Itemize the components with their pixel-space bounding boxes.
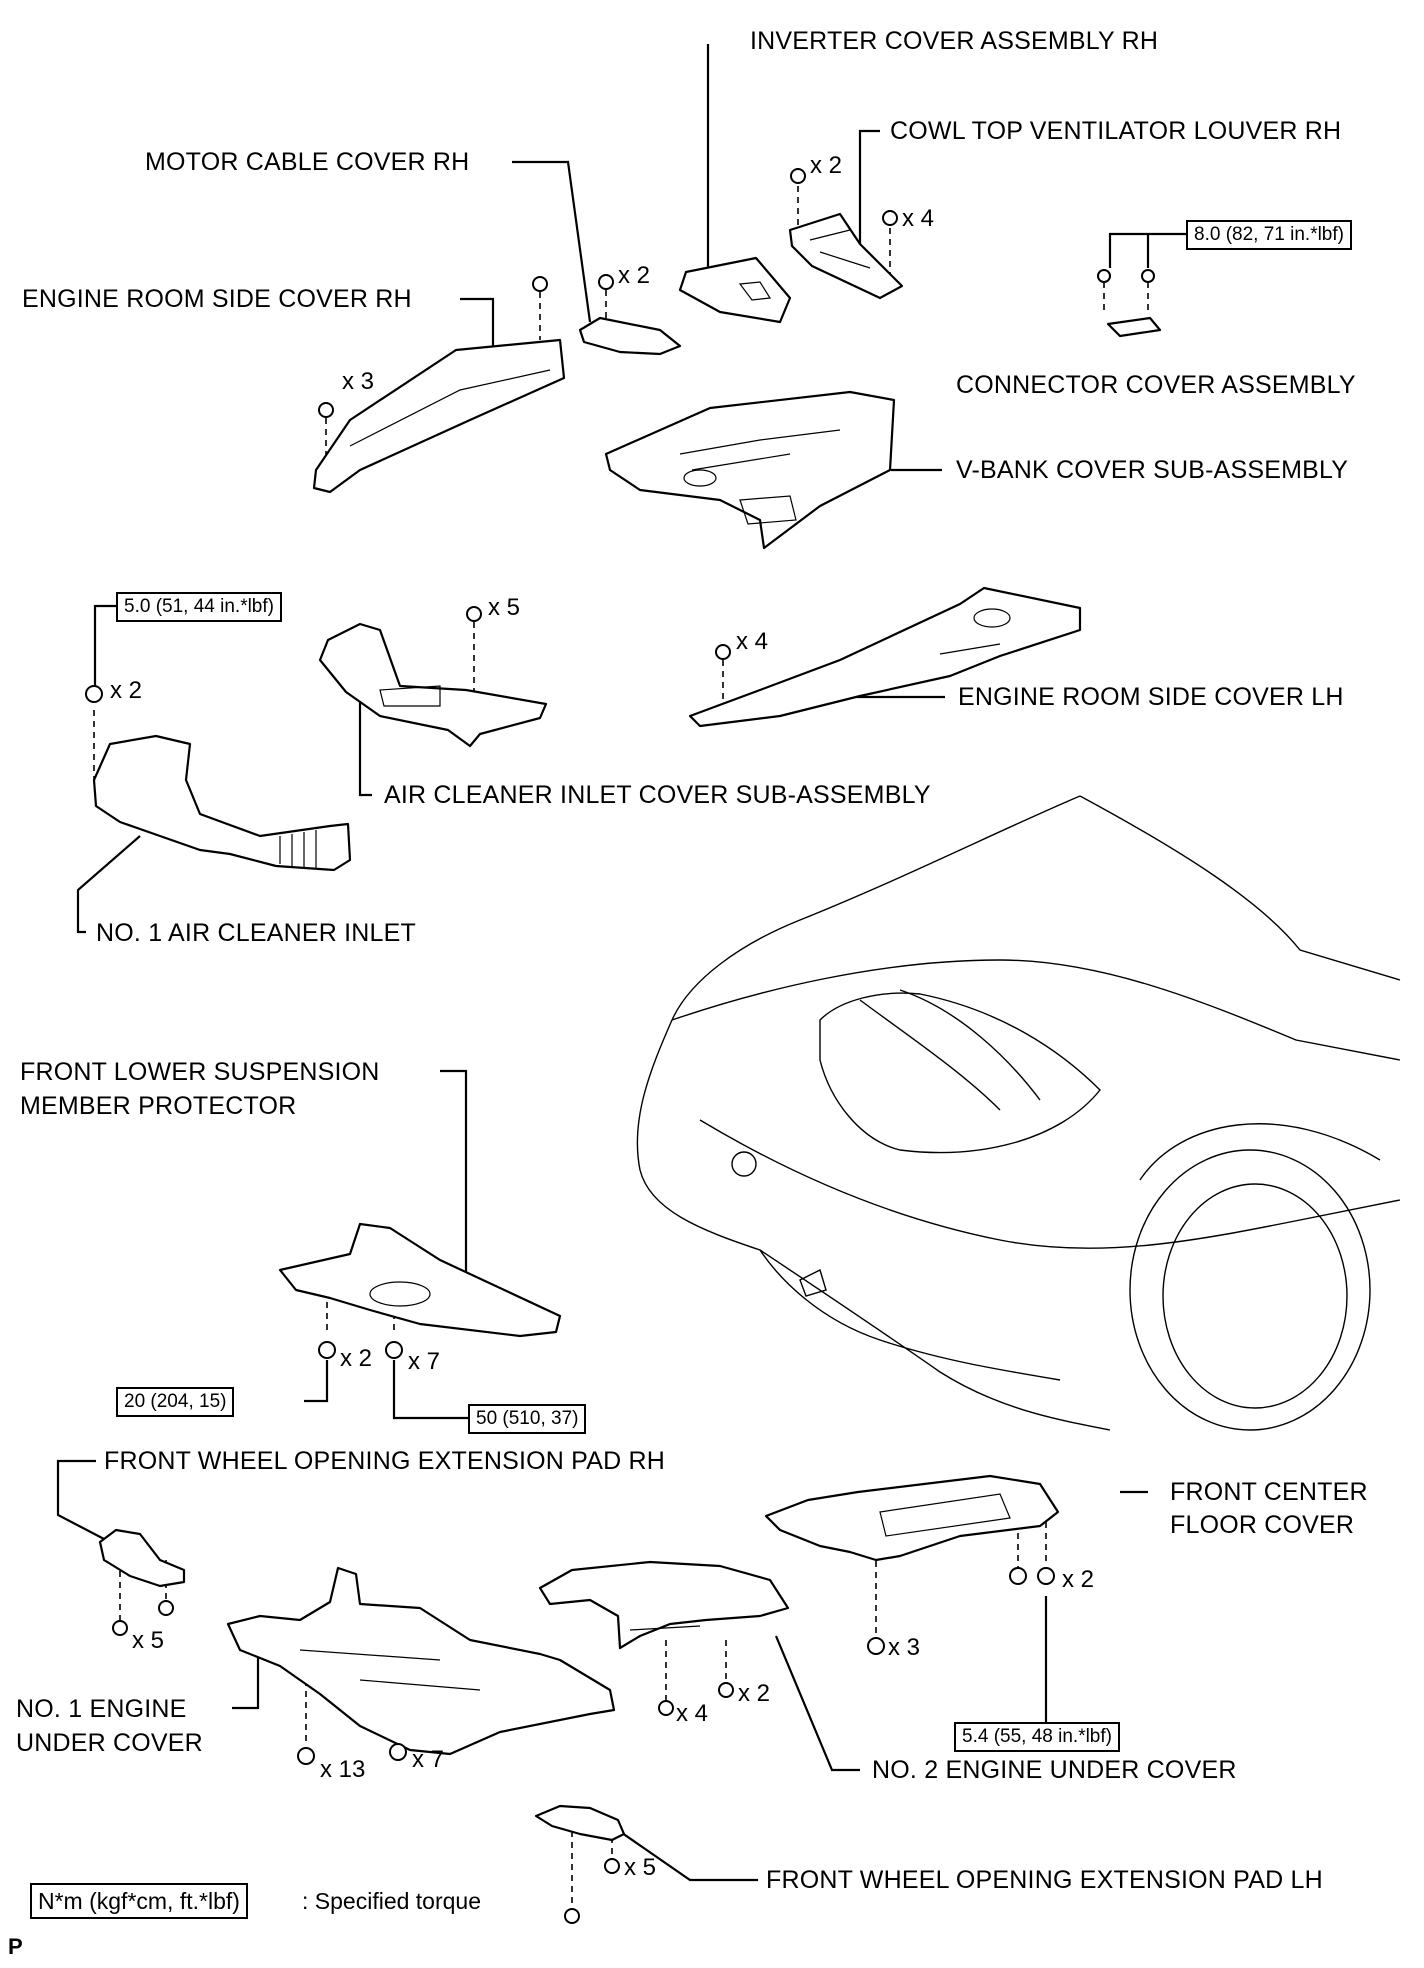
label-suspension-protector-1: FRONT LOWER SUSPENSION	[20, 1058, 380, 1086]
qty-no1-a: x 13	[320, 1756, 366, 1783]
label-floor-cover-2: FLOOR COVER	[1170, 1511, 1355, 1539]
torque-floor-cover: 5.4 (55, 48 in.*lbf)	[954, 1722, 1120, 1752]
motor-cable-cover-part	[578, 316, 682, 356]
label-pad-lh: FRONT WHEEL OPENING EXTENSION PAD LH	[766, 1866, 1323, 1894]
qty-inverter: x 2	[810, 152, 843, 179]
torque-suspension-b: 50 (510, 37)	[468, 1404, 587, 1434]
qty-side-cover-rh: x 3	[342, 368, 375, 395]
air-cleaner-inlet-part	[92, 734, 352, 872]
floor-cover-part	[764, 1474, 1060, 1562]
label-cowl-top-louver: COWL TOP VENTILATOR LOUVER RH	[890, 117, 1342, 145]
side-cover-rh-part	[312, 338, 566, 494]
label-side-cover-rh: ENGINE ROOM SIDE COVER RH	[22, 285, 412, 313]
qty-side-cover-lh: x 4	[736, 628, 769, 655]
label-inverter-cover: INVERTER COVER ASSEMBLY RH	[750, 27, 1159, 55]
qty-floor-b: x 3	[888, 1634, 921, 1661]
label-motor-cable-cover: MOTOR CABLE COVER RH	[145, 148, 470, 176]
qty-pad-rh: x 5	[132, 1627, 165, 1654]
qty-motor-cable: x 2	[618, 262, 651, 289]
qty-cowl: x 4	[902, 205, 935, 232]
torque-air-cleaner-inlet: 5.0 (51, 44 in.*lbf)	[116, 592, 282, 622]
suspension-protector-part	[278, 1222, 562, 1338]
bolt-icons	[85, 168, 1155, 1924]
corner-mark: P	[8, 1934, 23, 1959]
qty-no2-b: x 4	[676, 1700, 709, 1727]
label-pad-rh: FRONT WHEEL OPENING EXTENSION PAD RH	[104, 1447, 665, 1475]
torque-connector-cover: 8.0 (82, 71 in.*lbf)	[1186, 220, 1352, 250]
label-suspension-protector-2: MEMBER PROTECTOR	[20, 1092, 297, 1120]
cowl-louver-part	[788, 212, 904, 300]
vehicle-outline	[636, 795, 1401, 1431]
label-no1-engine-under-1: NO. 1 ENGINE	[16, 1695, 187, 1723]
qty-no1-b: x 7	[412, 1746, 445, 1773]
v-bank-cover-part	[604, 390, 896, 550]
no2-engine-under-part	[538, 1560, 790, 1650]
label-v-bank-cover: V-BANK COVER SUB-ASSEMBLY	[956, 456, 1349, 484]
air-inlet-cover-part	[318, 622, 548, 748]
label-no1-air-cleaner-inlet: NO. 1 AIR CLEANER INLET	[96, 919, 416, 947]
qty-no2-a: x 2	[738, 1680, 771, 1707]
legend-unit-box: N*m (kgf*cm, ft.*lbf)	[30, 1883, 248, 1919]
torque-suspension-a: 20 (204, 15)	[116, 1387, 235, 1417]
pad-rh-part	[98, 1528, 186, 1588]
label-side-cover-lh: ENGINE ROOM SIDE COVER LH	[958, 683, 1344, 711]
label-no1-engine-under-2: UNDER COVER	[16, 1729, 203, 1757]
label-no2-engine-under: NO. 2 ENGINE UNDER COVER	[872, 1756, 1237, 1784]
qty-susp-b: x 7	[408, 1348, 441, 1375]
qty-air-inlet: x 2	[110, 677, 143, 704]
label-connector-cover: CONNECTOR COVER ASSEMBLY	[956, 371, 1356, 399]
legend-description: : Specified torque	[302, 1888, 482, 1914]
pad-lh-part	[534, 1804, 626, 1842]
no1-engine-under-part	[226, 1566, 616, 1756]
qty-pad-lh: x 5	[624, 1854, 657, 1881]
inverter-cover-part	[678, 256, 792, 324]
side-cover-lh-part	[688, 586, 1082, 728]
label-floor-cover-1: FRONT CENTER	[1170, 1478, 1368, 1506]
qty-susp-a: x 2	[340, 1345, 373, 1372]
label-air-inlet-cover: AIR CLEANER INLET COVER SUB-ASSEMBLY	[384, 781, 931, 809]
qty-air-inlet-cover: x 5	[488, 594, 521, 621]
qty-floor-a: x 2	[1062, 1566, 1095, 1593]
connector-cover-part	[1106, 316, 1162, 338]
